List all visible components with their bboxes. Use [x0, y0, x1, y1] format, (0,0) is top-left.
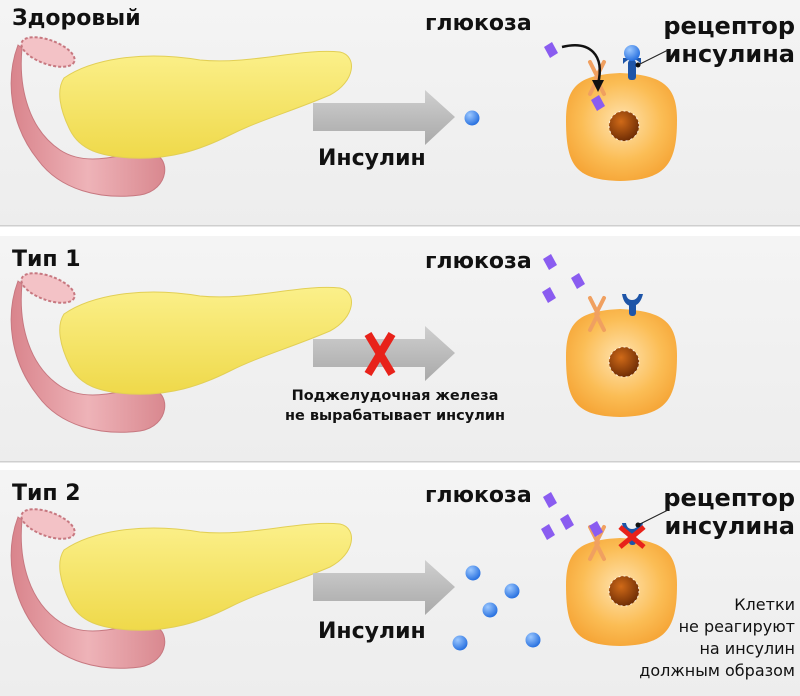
cell [566, 294, 677, 417]
glucose-molecule [541, 524, 555, 540]
cell-nucleus [608, 575, 640, 607]
bound-insulin-molecule [624, 45, 640, 61]
receptor-label-line1: рецептор [663, 484, 795, 512]
no-insulin-cross-icon [364, 331, 396, 377]
insulin-molecule [482, 602, 498, 618]
receptor-label-line1: рецептор [663, 12, 795, 40]
caption-line1: Клетки [734, 595, 795, 614]
glucose-molecule [589, 521, 603, 537]
insulin-label: Инсулин [318, 146, 426, 171]
cell-nucleus [608, 346, 640, 378]
receptor-label-line2: инсулина [665, 512, 795, 540]
duodenum-opening [20, 272, 76, 304]
cell-nucleus [608, 110, 640, 142]
divider [0, 461, 800, 470]
flow-arrow [313, 560, 455, 615]
pancreas [10, 272, 352, 433]
pancreas-body [59, 522, 352, 631]
pancreas [10, 36, 352, 197]
caption-line2: не вырабатывает инсулин [285, 408, 505, 424]
glucose-transporter-icon [588, 296, 606, 332]
caption-line3: на инсулин [699, 639, 795, 658]
divider-line [0, 461, 800, 463]
receptor-pointer-dot [635, 62, 641, 68]
panel-title: Тип 1 [12, 247, 81, 272]
blocked-receptor-icon [618, 525, 646, 549]
caption-line1: Поджелудочная железа [292, 388, 499, 404]
glucose-uptake-arrow [561, 44, 601, 85]
cell [566, 509, 677, 646]
insulin-molecule [525, 632, 541, 648]
panel-title: Здоровый [12, 6, 141, 31]
pancreas [10, 508, 352, 669]
pancreas-body [59, 50, 352, 159]
duodenum-opening [20, 36, 76, 68]
duodenum-shape [10, 280, 166, 433]
flow-arrow [313, 90, 455, 145]
glucose-label: глюкоза [425, 249, 532, 274]
glucose-molecule [560, 514, 574, 530]
duodenum-shape [10, 516, 166, 669]
panel-healthy: Здоровый глюкоза рецептор инсулина Инсул… [0, 0, 800, 225]
panel-type-2: Тип 2 глюкоза рецептор инсулина Инсулин … [0, 470, 800, 696]
divider [0, 225, 800, 236]
insulin-molecule [464, 110, 480, 126]
insulin-molecule [452, 635, 468, 651]
glucose-label: глюкоза [425, 483, 532, 508]
receptor-pointer-dot [635, 522, 641, 528]
pancreas-body [59, 286, 352, 395]
caption-line2: не реагируют [679, 617, 795, 636]
panel-type-1: Тип 1 глюкоза Поджелудочная железа не вы… [0, 236, 800, 461]
duodenum-shape [10, 44, 166, 197]
divider-line [0, 225, 800, 227]
receptor-pointer-line [637, 49, 669, 66]
duodenum-opening [20, 508, 76, 540]
glucose-uptake-arrowhead [592, 80, 604, 92]
insulin-receptor-icon [628, 60, 636, 80]
receptor-label-line2: инсулина [665, 40, 795, 68]
glucose-molecule [591, 95, 605, 111]
glucose-molecule [571, 273, 585, 289]
glucose-molecule [544, 42, 558, 58]
glucose-label: глюкоза [425, 11, 532, 36]
glucose-molecule [543, 254, 557, 270]
insulin-receptor-cup [622, 294, 643, 306]
insulin-label: Инсулин [318, 619, 426, 644]
panel-title: Тип 2 [12, 481, 81, 506]
insulin-molecule [504, 583, 520, 599]
glucose-molecule [542, 287, 556, 303]
insulin-molecule [465, 565, 481, 581]
glucose-molecule [543, 492, 557, 508]
caption-line4: должным образом [639, 661, 795, 680]
receptor-pointer-line [637, 509, 669, 526]
